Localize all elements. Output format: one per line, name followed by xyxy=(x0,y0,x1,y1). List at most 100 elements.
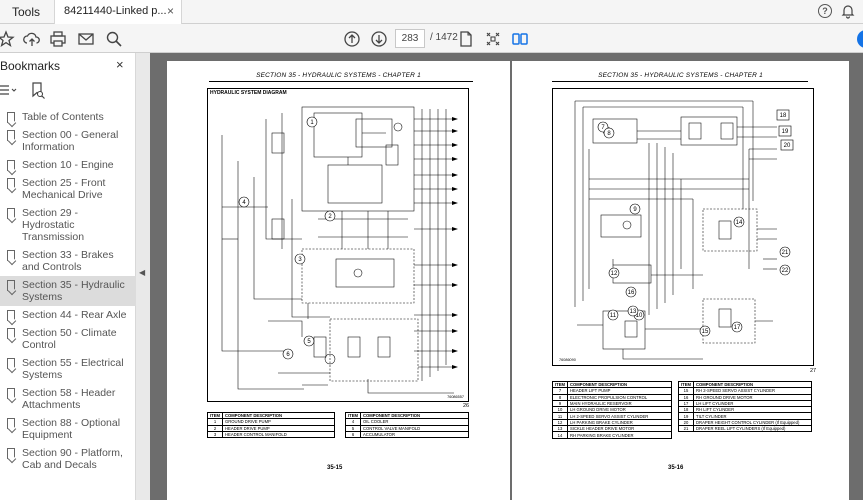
right-page-tag: 27 xyxy=(810,368,817,374)
bookmark-item[interactable]: Section 10 - Engine xyxy=(0,156,136,174)
left-header-rule xyxy=(209,81,473,82)
component-description: RH 2-SPEED SERVO ASSIST CYLINDER xyxy=(693,387,812,395)
bookmark-item[interactable]: Section 44 - Rear Axle xyxy=(0,306,136,324)
callout-number: 15 xyxy=(702,329,709,335)
find-bookmark-icon[interactable] xyxy=(30,82,46,100)
component-description: TILT CYLINDER xyxy=(693,412,812,420)
callout-number: 8 xyxy=(607,131,611,137)
document-tab[interactable]: 84211440-Linked p... × xyxy=(54,0,182,24)
callout-15: 15 xyxy=(699,325,711,337)
bookmark-icon xyxy=(7,112,15,123)
component-description: GROUND DRIVE PUMP xyxy=(222,418,335,426)
callout-number: 20 xyxy=(784,143,791,149)
bookmark-star-icon[interactable] xyxy=(0,29,16,49)
bookmark-icon xyxy=(7,418,15,429)
page-total: / 1472 xyxy=(430,32,458,43)
search-icon[interactable] xyxy=(104,29,124,49)
callout-number: 16 xyxy=(628,290,635,296)
tools-menu[interactable]: Tools xyxy=(12,5,41,19)
item-number: 13 xyxy=(551,425,569,433)
previous-page-icon[interactable] xyxy=(342,29,362,49)
component-description: LH 2-SPEED SERVO ASSIST CYLINDER xyxy=(567,412,672,420)
close-panel-icon[interactable]: × xyxy=(116,57,124,72)
notification-bell-icon[interactable] xyxy=(840,3,856,19)
callout-2: 2 xyxy=(324,210,336,222)
close-tab-icon[interactable]: × xyxy=(167,4,175,18)
component-description: DRAPER HEIGHT CONTROL CYLINDER (If Equip… xyxy=(693,418,812,427)
callout-number: 4 xyxy=(242,200,246,206)
left-diagram-code: 76086557 xyxy=(447,395,464,399)
item-number: 16 xyxy=(677,393,695,401)
callout-19: 19 xyxy=(778,125,792,137)
callout-number: 14 xyxy=(736,220,743,226)
callout-number: 2 xyxy=(328,214,332,220)
component-description: LH PARKING BRAKE CYLINDER xyxy=(567,418,672,427)
bookmark-icon xyxy=(7,328,15,339)
scroll-mode-icon[interactable] xyxy=(483,29,503,49)
bookmark-item[interactable]: Section 29 - Hydrostatic Transmission xyxy=(0,204,136,246)
panel-collapse-handle[interactable]: ◀ xyxy=(136,53,150,500)
bookmark-icon xyxy=(7,130,15,141)
account-avatar[interactable] xyxy=(857,30,863,48)
table-header: COMPONENT DESCRIPTION xyxy=(693,380,812,389)
bookmark-label: Section 58 - Header Attachments xyxy=(22,387,116,411)
callout-number: 5 xyxy=(307,339,311,345)
bookmark-item[interactable]: Section 58 - Header Attachments xyxy=(0,384,136,414)
bookmark-label: Table of Contents xyxy=(22,111,104,123)
item-number: 12 xyxy=(551,418,569,427)
bookmark-item[interactable]: Section 88 - Optional Equipment xyxy=(0,414,136,444)
table-header: COMPONENT DESCRIPTION xyxy=(567,380,672,389)
right-page: SECTION 35 - HYDRAULIC SYSTEMS - CHAPTER… xyxy=(512,61,849,500)
callout-8: 8 xyxy=(603,127,615,139)
item-number: 18 xyxy=(677,406,695,414)
print-icon[interactable] xyxy=(48,29,68,49)
callout-16: 16 xyxy=(625,286,637,298)
bookmark-label: Section 10 - Engine xyxy=(22,159,114,171)
page-number-input[interactable]: 283 xyxy=(395,29,425,48)
bookmark-item[interactable]: Section 33 - Brakes and Controls xyxy=(0,246,136,276)
callout-5: 5 xyxy=(303,335,315,347)
bookmark-label: Section 90 - Platform, Cab and Decals xyxy=(22,447,123,471)
callout-number: 1 xyxy=(310,120,314,126)
bookmark-icon xyxy=(7,178,15,189)
bookmark-item[interactable]: Section 35 - Hydraulic Systems xyxy=(0,276,136,306)
bookmark-item[interactable]: Section 90 - Platform, Cab and Decals xyxy=(0,444,136,474)
two-page-view-icon[interactable] xyxy=(510,29,530,49)
table-header: COMPONENT DESCRIPTION xyxy=(360,411,469,420)
bookmark-item[interactable]: Table of Contents xyxy=(0,108,136,126)
bookmark-item[interactable]: Section 25 - Front Mechanical Drive xyxy=(0,174,136,204)
fit-page-icon[interactable] xyxy=(456,29,476,49)
component-description: OIL COOLER xyxy=(360,418,469,426)
email-icon[interactable] xyxy=(76,29,96,49)
bookmark-item[interactable]: Section 55 - Electrical Systems xyxy=(0,354,136,384)
next-page-icon[interactable] xyxy=(369,29,389,49)
help-icon[interactable]: ? xyxy=(818,4,832,18)
callout-number: 7 xyxy=(601,125,605,131)
bookmark-icon xyxy=(7,160,15,171)
bookmark-item[interactable]: Section 50 - Climate Control xyxy=(0,324,136,354)
upload-cloud-icon[interactable] xyxy=(22,29,42,49)
bookmark-item[interactable]: Section 00 - General Information xyxy=(0,126,136,156)
bookmark-label: Section 44 - Rear Axle xyxy=(22,309,127,321)
bookmark-label: Section 25 - Front Mechanical Drive xyxy=(22,177,106,201)
bookmark-label: Section 55 - Electrical Systems xyxy=(22,357,124,381)
bookmark-icon xyxy=(7,310,15,321)
bookmark-icon xyxy=(7,388,15,399)
bookmark-options-icon[interactable] xyxy=(0,84,18,98)
bookmarks-toolbar xyxy=(0,81,136,103)
